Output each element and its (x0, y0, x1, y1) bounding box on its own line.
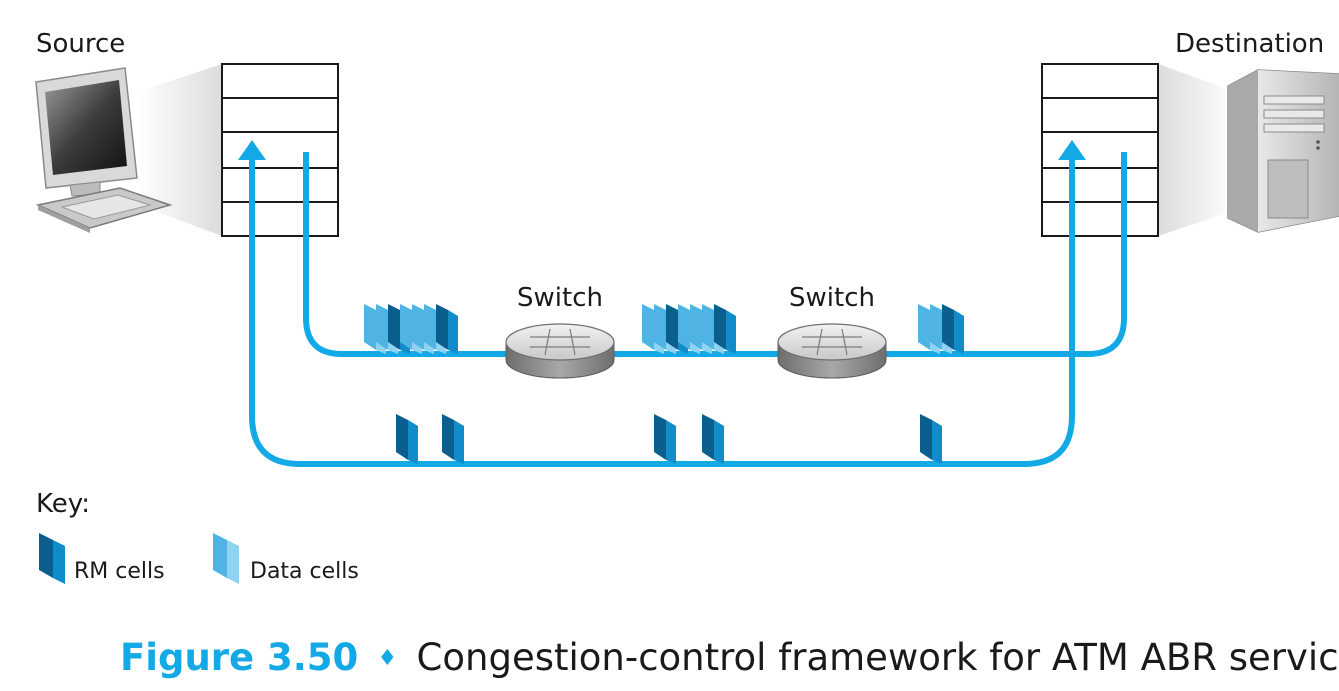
source-arrow-head (238, 140, 266, 160)
rm-cell (714, 304, 736, 354)
figure-caption: Figure 3.50 ♦ Congestion-control framewo… (120, 633, 1339, 679)
source-protocol-stack (221, 63, 339, 237)
rm-cell (942, 304, 964, 354)
rm-cell (436, 304, 458, 354)
key-title: Key: (36, 489, 90, 519)
destination-arrow-head (1058, 140, 1086, 160)
cells (364, 304, 964, 464)
caption-figure-number: Figure 3.50 (120, 636, 358, 679)
rm-cell (442, 414, 464, 464)
key-data-cell-icon (213, 533, 239, 584)
switch-right-icon (777, 323, 887, 379)
destination-server-icon (1227, 69, 1339, 233)
key-data-label: Data cells (250, 559, 359, 584)
destination-beam (1158, 64, 1236, 236)
rm-cell (702, 414, 724, 464)
switch-left-label: Switch (517, 283, 603, 313)
caption-text: Congestion-control framework for ATM ABR… (417, 636, 1339, 679)
caption-separator: ♦ (378, 646, 398, 671)
rm-cell (396, 414, 418, 464)
switch-right-label: Switch (789, 283, 875, 313)
source-label: Source (36, 29, 125, 59)
forward-link (303, 152, 1127, 357)
destination-protocol-stack (1041, 63, 1159, 237)
switch-left-icon (505, 323, 615, 379)
source-computer-icon (35, 67, 173, 233)
backward-link (249, 152, 1075, 467)
key-rm-label: RM cells (74, 559, 165, 584)
rm-cell (920, 414, 942, 464)
key-rm-cell-icon (39, 533, 65, 584)
source-beam (138, 64, 222, 236)
rm-cell (654, 414, 676, 464)
links (249, 152, 1127, 467)
destination-label: Destination (1175, 29, 1324, 59)
